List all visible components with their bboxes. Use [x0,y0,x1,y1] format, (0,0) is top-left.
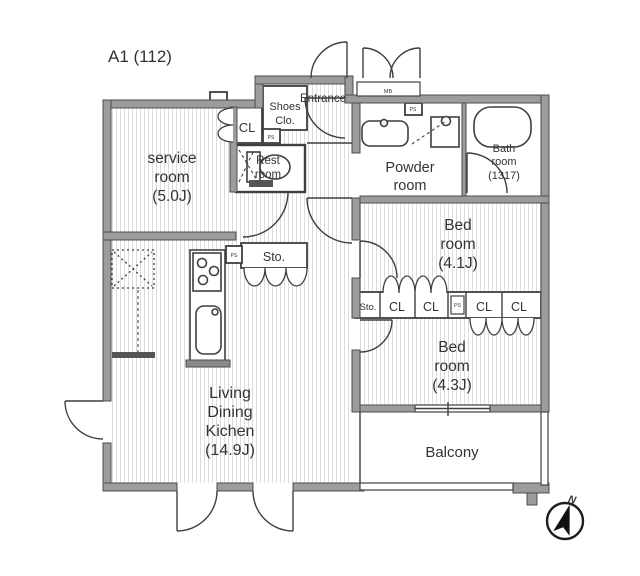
pipe-space-box-entry [262,128,281,144]
pipe-space-label-kitchen: PS [231,253,238,259]
toilet-bowl [259,154,291,180]
svg-text:(14.9J): (14.9J) [205,442,255,459]
closet-label-2: CL [423,300,439,314]
meter-box-door-left [362,47,394,79]
svg-text:Kichen: Kichen [206,423,255,440]
bathtub [473,106,532,148]
pipe-space-box-closet-row [450,295,465,315]
meter-box [356,81,421,97]
pipe-space-label-closet: PS [454,303,461,309]
shoes-closet-box [262,85,308,131]
service-room-label: service [147,150,196,167]
corridor-storage-label: Sto. [360,302,377,313]
svg-text:(4.1J): (4.1J) [438,255,478,272]
entrance-outer-door [310,41,348,79]
pipe-space-box-kitchen [225,245,243,264]
plan-title: A1 (112) [108,47,172,66]
entrance-inner-door [304,97,346,139]
walls-layer [102,75,550,506]
balcony-layer [307,81,549,491]
bath-room-label: Bath [493,143,516,155]
shoes-closet-label: Shoes [269,101,301,113]
pipe-space-label-powder: PS [410,107,417,113]
hall-storage-label: Sto. [263,250,285,264]
labels-layer: A1 (112) service room (5.0J) CL Shoes Cl… [108,47,527,461]
counter-base [185,359,231,368]
kitchen-sink [195,305,222,355]
svg-text:room: room [434,358,469,375]
svg-text:Dining: Dining [207,404,252,421]
west-door [64,400,104,440]
svg-text:(1317): (1317) [488,170,520,182]
pipe-space-label-entry: PS [268,135,275,141]
svg-text:room: room [491,156,516,168]
service-room-door [242,191,289,238]
entry-closet-label: CL [239,120,256,135]
toilet-base [249,180,273,187]
doors-layer [64,41,535,532]
rest-room-label: Rest [256,155,280,167]
closet-label-4: CL [511,300,527,314]
refrigerator-space [111,249,155,289]
meter-box-door-right [389,47,421,79]
entry-closet-folding-door [217,107,234,143]
svg-text:Clo.: Clo. [275,115,295,127]
svg-text:(5.0J): (5.0J) [152,188,192,205]
compass-north-label: N [567,493,578,507]
svg-text:room: room [154,169,189,186]
svg-text:(4.3J): (4.3J) [432,377,472,394]
svg-text:room: room [393,178,426,194]
bedroom-south-label: Bed [438,339,466,356]
bedroom-north-label: Bed [444,217,472,234]
balcony-label: Balcony [425,444,479,461]
closet-folding-door-south [469,317,535,336]
fixtures-layer [111,106,532,368]
powder-room-label: Powder [385,160,434,176]
hall-door [306,197,353,244]
svg-text:room: room [255,169,281,181]
compass-icon: N [545,493,585,541]
closet-folding-door-north [382,275,448,294]
hall-storage-folding-door [243,267,308,287]
entrance-label: Entrance [300,93,346,105]
bedroom-south-door [359,319,393,353]
ldk-label: Living [209,385,251,402]
bedroom-north-door [359,240,398,279]
meter-box-label: MB [384,89,393,95]
svg-text:room: room [440,236,475,253]
terrace-door-left [176,490,218,532]
closet-label-1: CL [389,300,405,314]
terrace-door-right [252,490,294,532]
bath-door [466,152,508,194]
room-boxes-layer [209,85,542,319]
counter-edge [112,352,155,358]
closet-label-3: CL [476,300,492,314]
